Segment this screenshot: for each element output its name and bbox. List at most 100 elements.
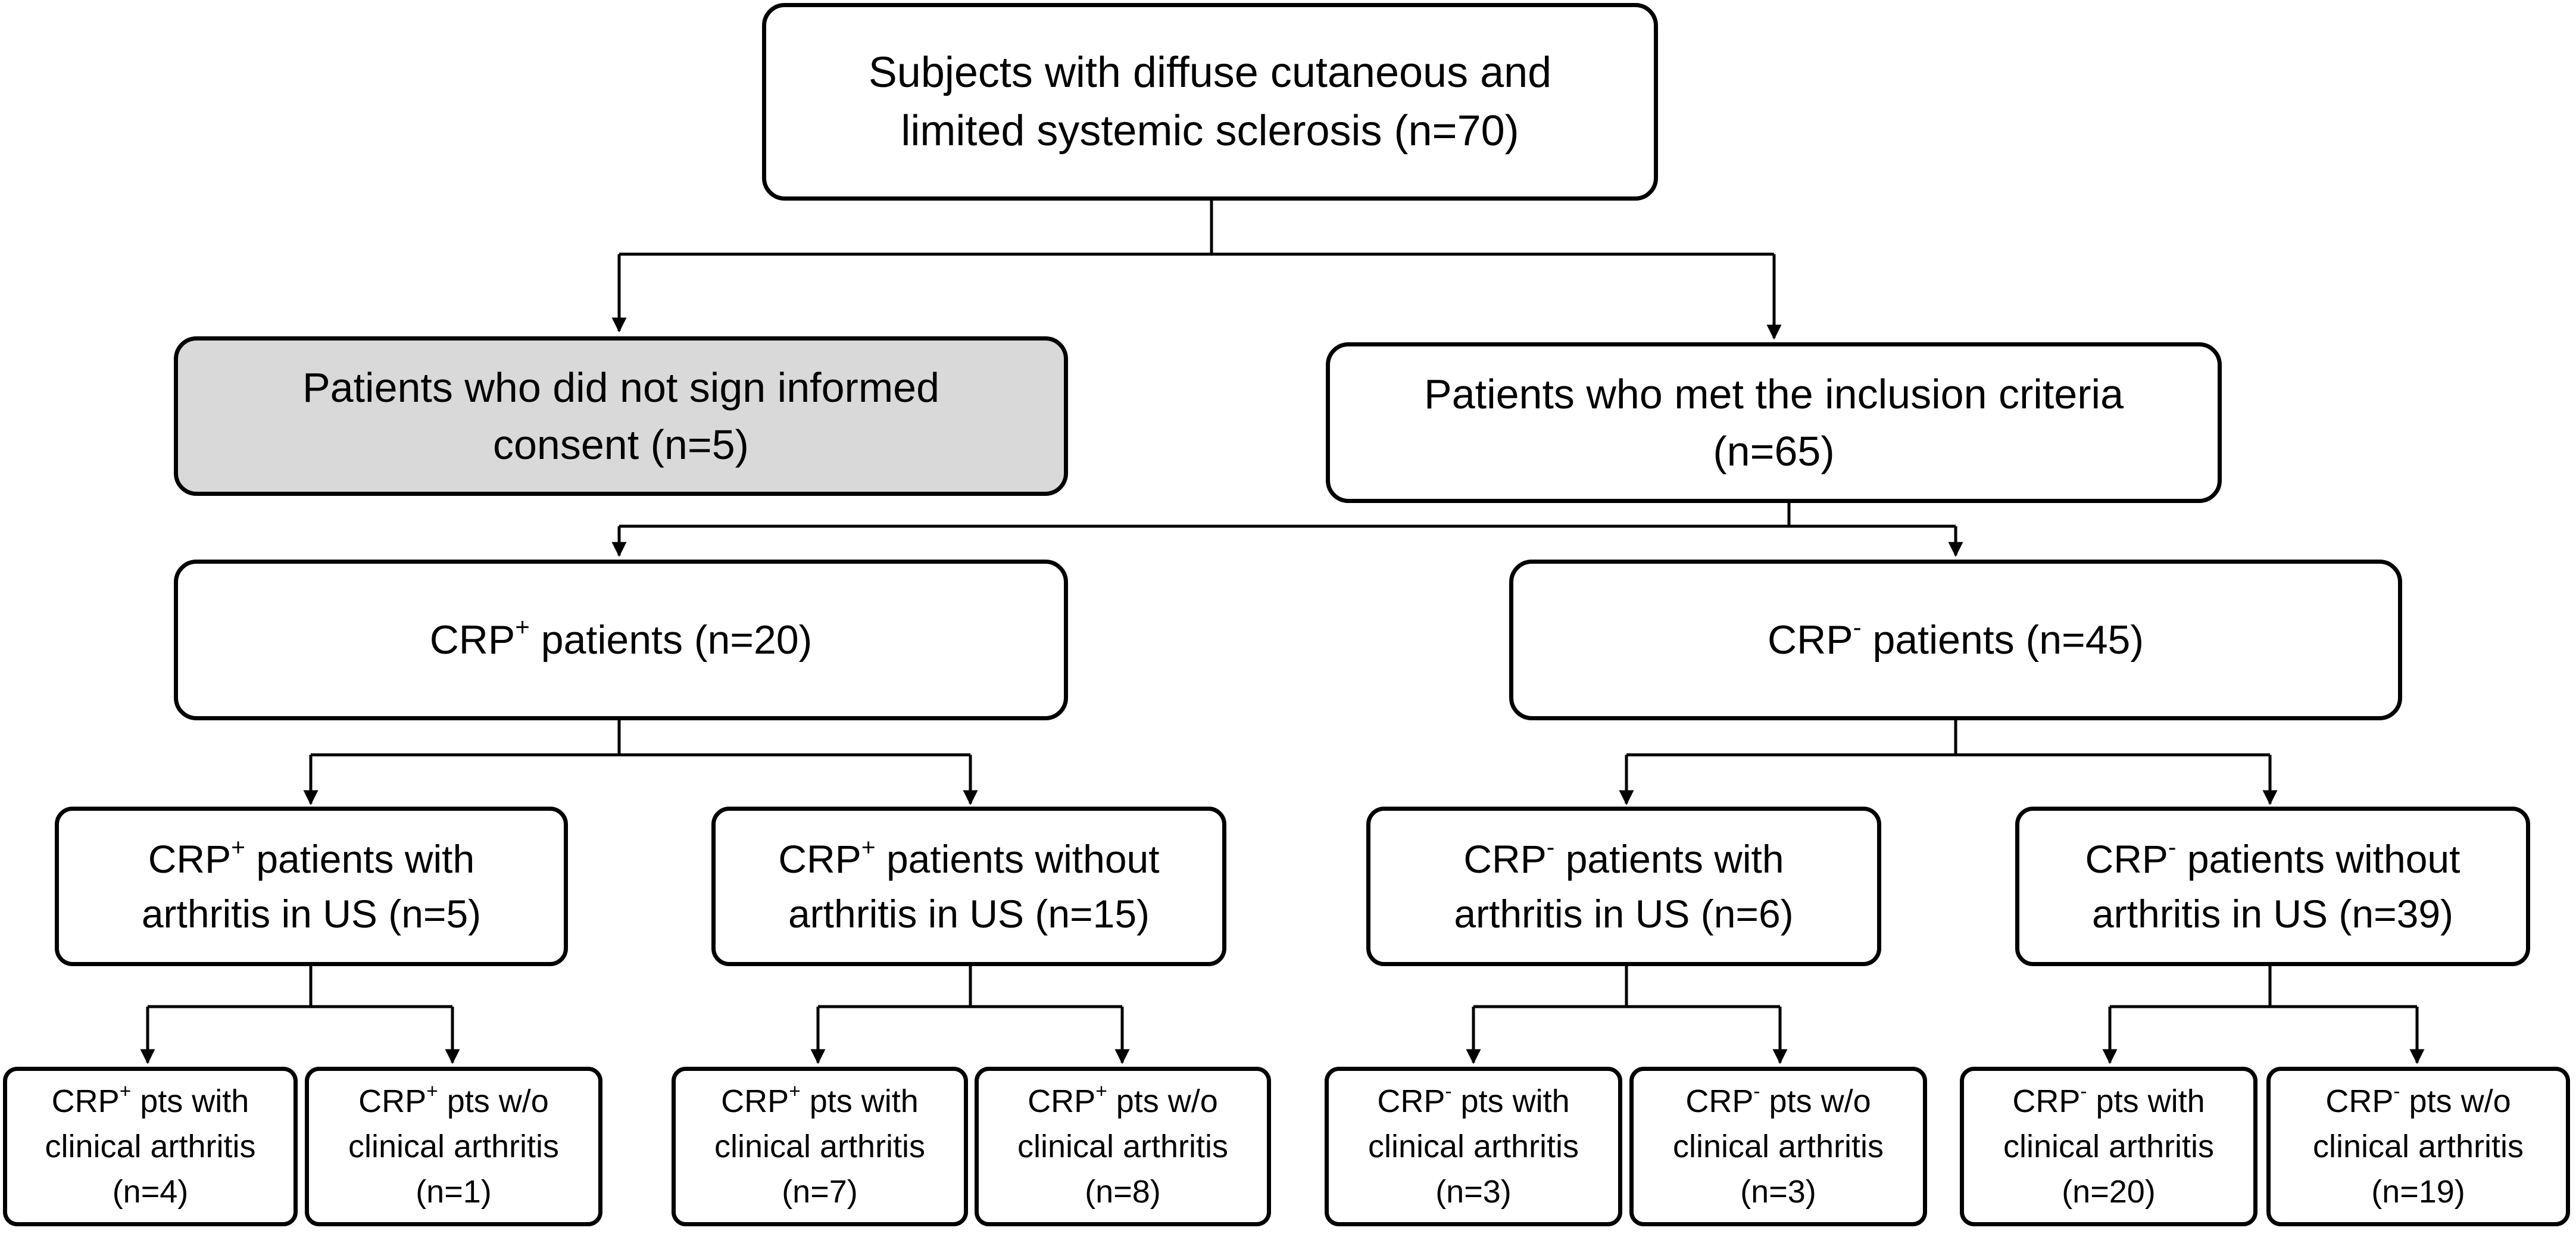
- node-pos-without-line1: CRP+ patients without: [778, 832, 1159, 886]
- node-crp-neg-with-arthritis: CRP- patients with arthritis in US (n=6): [1366, 807, 1881, 966]
- crp-sign: +: [426, 1080, 438, 1102]
- node-neg-without-line2: arthritis in US (n=39): [2091, 892, 2454, 936]
- node-neg-without-line1: CRP- patients without: [2085, 832, 2461, 886]
- crp-prefix: CRP: [1463, 837, 1547, 881]
- crp-prefix: CRP: [148, 837, 232, 881]
- crp-sign: +: [861, 833, 876, 861]
- crp-suffix: patients (n=20): [529, 617, 813, 663]
- crp-suffix: pts w/o: [2400, 1083, 2511, 1119]
- leaf8-line1: CRP- pts w/o: [2325, 1079, 2511, 1124]
- leaf-crp-pos-with-clinical: CRP+ pts with clinical arthritis (n=4): [3, 1067, 298, 1226]
- crp-prefix: CRP: [429, 617, 516, 663]
- leaf1-line2: clinical arthritis: [45, 1129, 256, 1164]
- node-pos-with-line2: arthritis in US (n=5): [141, 892, 482, 936]
- crp-sign: +: [231, 833, 246, 861]
- node-neg-with-line1: CRP- patients with: [1463, 832, 1784, 886]
- leaf5-line3: (n=3): [1435, 1174, 1512, 1210]
- crp-sign: -: [1546, 833, 1555, 861]
- node-pos-with-line1: CRP+ patients with: [148, 832, 474, 886]
- crp-prefix: CRP: [721, 1083, 789, 1119]
- leaf-crp-neg-without-clinical-2: CRP- pts w/o clinical arthritis (n=19): [2266, 1067, 2570, 1226]
- node-all-subjects-line2: limited systemic sclerosis (n=70): [901, 107, 1519, 155]
- crp-sign: -: [2080, 1080, 2087, 1102]
- leaf7-line3: (n=20): [2062, 1174, 2156, 1210]
- leaf4-line1: CRP+ pts w/o: [1028, 1079, 1218, 1124]
- leaf5-line1: CRP- pts with: [1377, 1079, 1569, 1124]
- crp-suffix: patients without: [875, 837, 1160, 881]
- crp-sign: +: [119, 1080, 132, 1102]
- leaf2-line1: CRP+ pts w/o: [358, 1079, 549, 1124]
- node-neg-with-line2: arthritis in US (n=6): [1454, 892, 1794, 936]
- node-crp-negative: CRP- patients (n=45): [1509, 560, 2402, 720]
- leaf7-line1: CRP- pts with: [2012, 1079, 2205, 1124]
- leaf6-line2: clinical arthritis: [1672, 1129, 1884, 1164]
- leaf-crp-pos-without-clinical: CRP+ pts w/o clinical arthritis (n=1): [305, 1067, 602, 1226]
- crp-suffix: pts w/o: [1760, 1083, 1871, 1119]
- node-all-subjects: Subjects with diffuse cutaneous and limi…: [762, 3, 1658, 201]
- crp-prefix: CRP: [51, 1083, 120, 1119]
- leaf5-line2: clinical arthritis: [1367, 1129, 1579, 1164]
- node-inclusion-criteria-line2: (n=65): [1713, 428, 1835, 474]
- crp-suffix: pts with: [1451, 1083, 1570, 1119]
- crp-prefix: CRP: [358, 1083, 427, 1119]
- leaf1-line1: CRP+ pts with: [52, 1079, 249, 1124]
- crp-prefix: CRP: [1028, 1083, 1096, 1119]
- crp-suffix: pts w/o: [1107, 1083, 1218, 1119]
- crp-prefix: CRP: [2085, 837, 2168, 881]
- crp-sign: +: [515, 613, 530, 642]
- node-crp-pos-without-arthritis: CRP+ patients without arthritis in US (n…: [711, 807, 1226, 966]
- node-crp-negative-label: CRP- patients (n=45): [1768, 613, 2144, 667]
- node-crp-positive: CRP+ patients (n=20): [174, 560, 1068, 720]
- node-crp-neg-without-arthritis: CRP- patients without arthritis in US (n…: [2015, 807, 2530, 966]
- crp-suffix: pts with: [2087, 1083, 2205, 1119]
- leaf-crp-pos-with-clinical-2: CRP+ pts with clinical arthritis (n=7): [672, 1067, 968, 1226]
- crp-sign: +: [1095, 1080, 1107, 1102]
- leaf-crp-neg-without-clinical: CRP- pts w/o clinical arthritis (n=3): [1629, 1067, 1927, 1226]
- leaf7-line2: clinical arthritis: [2003, 1129, 2215, 1164]
- crp-prefix: CRP: [1767, 617, 1853, 663]
- node-crp-positive-label: CRP+ patients (n=20): [430, 613, 813, 667]
- node-inclusion-criteria-line1: Patients who met the inclusion criteria: [1424, 371, 2124, 417]
- node-pos-without-line2: arthritis in US (n=15): [788, 892, 1150, 936]
- leaf-crp-neg-with-clinical: CRP- pts with clinical arthritis (n=3): [1325, 1067, 1622, 1226]
- leaf3-line3: (n=7): [782, 1174, 858, 1210]
- leaf8-line2: clinical arthritis: [2312, 1129, 2524, 1164]
- leaf2-line2: clinical arthritis: [348, 1129, 560, 1164]
- crp-prefix: CRP: [1685, 1083, 1754, 1119]
- crp-sign: -: [2393, 1080, 2400, 1102]
- crp-suffix: patients with: [245, 837, 475, 881]
- leaf3-line1: CRP+ pts with: [721, 1079, 919, 1124]
- node-no-consent-line1: Patients who did not sign informed: [302, 364, 940, 411]
- node-all-subjects-line1: Subjects with diffuse cutaneous and: [868, 49, 1552, 96]
- crp-sign: -: [1445, 1080, 1452, 1102]
- leaf4-line3: (n=8): [1085, 1174, 1161, 1210]
- node-no-consent: Patients who did not sign informed conse…: [174, 336, 1068, 496]
- leaf6-line1: CRP- pts w/o: [1685, 1079, 1871, 1124]
- crp-prefix: CRP: [1377, 1083, 1445, 1119]
- crp-prefix: CRP: [778, 837, 861, 881]
- crp-prefix: CRP: [2325, 1083, 2394, 1119]
- leaf3-line2: clinical arthritis: [714, 1129, 926, 1164]
- leaf1-line3: (n=4): [112, 1174, 189, 1210]
- leaf8-line3: (n=19): [2371, 1174, 2465, 1210]
- crp-suffix: patients with: [1554, 837, 1784, 881]
- crp-sign: -: [1853, 613, 1862, 642]
- leaf2-line3: (n=1): [416, 1174, 492, 1210]
- crp-sign: -: [2168, 833, 2177, 861]
- node-crp-pos-with-arthritis: CRP+ patients with arthritis in US (n=5): [55, 807, 568, 966]
- node-no-consent-line2: consent (n=5): [493, 421, 749, 468]
- crp-suffix: patients (n=45): [1861, 617, 2144, 663]
- crp-suffix: pts with: [800, 1083, 919, 1119]
- leaf6-line3: (n=3): [1740, 1174, 1816, 1210]
- crp-sign: -: [1753, 1080, 1760, 1102]
- crp-suffix: pts with: [131, 1083, 249, 1119]
- crp-sign: +: [789, 1080, 801, 1102]
- leaf-crp-neg-with-clinical-2: CRP- pts with clinical arthritis (n=20): [1960, 1067, 2257, 1226]
- crp-prefix: CRP: [2012, 1083, 2081, 1119]
- node-inclusion-criteria: Patients who met the inclusion criteria …: [1326, 342, 2222, 503]
- crp-suffix: patients without: [2176, 837, 2461, 881]
- leaf-crp-pos-without-clinical-2: CRP+ pts w/o clinical arthritis (n=8): [975, 1067, 1271, 1226]
- crp-suffix: pts w/o: [438, 1083, 549, 1119]
